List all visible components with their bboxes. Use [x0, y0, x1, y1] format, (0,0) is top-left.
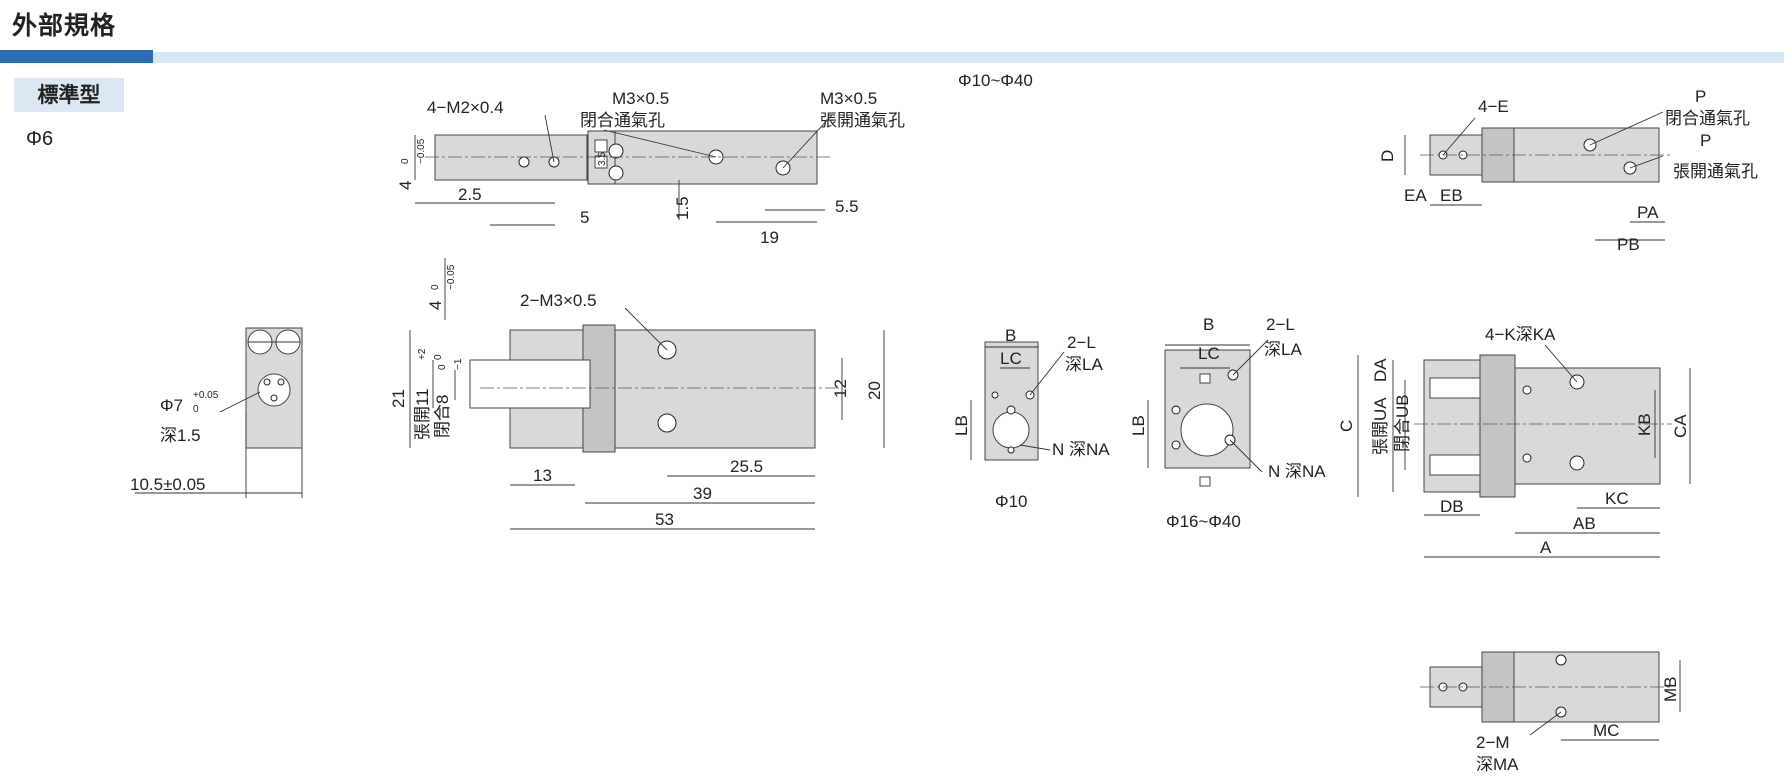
phi6-top-dim-5-5: 5.5 — [835, 197, 859, 216]
end16-la: 深LA — [1264, 340, 1302, 359]
title-underline-accent — [0, 50, 153, 63]
gen-front-open-port: 張開通氣孔 — [1673, 162, 1758, 181]
gen-front-pb: PB — [1617, 235, 1640, 254]
phi6-top-dim-5: 5 — [580, 208, 589, 227]
phi6-top-thread-label: 4−M2×0.4 — [427, 98, 504, 117]
phi6-end-bore-tol-lower: 0 — [193, 404, 199, 415]
phi6-top-height-tol-lower: −0.05 — [416, 138, 427, 164]
end-view-phi16-40 — [1147, 339, 1269, 487]
phi6-top-height: 4 — [396, 181, 415, 190]
end16-lc: LC — [1198, 344, 1220, 363]
phi6-end-depth: 深1.5 — [160, 426, 201, 445]
phi6-front-dim-25-5: 25.5 — [730, 457, 763, 476]
end16-b: B — [1203, 315, 1214, 334]
top-a: A — [1540, 538, 1552, 557]
top-da: DA — [1371, 358, 1390, 382]
end10-caption: Φ10 — [995, 492, 1027, 511]
phi6-top-dim-3-5: 3.5 — [597, 152, 608, 166]
bottom-m: 2−M — [1476, 733, 1510, 752]
bottom-mc: MC — [1593, 721, 1619, 740]
general-size-range: Φ10~Φ40 — [958, 71, 1033, 90]
phi6-end-view — [135, 327, 303, 498]
top-db: DB — [1440, 497, 1464, 516]
size-label: Φ6 — [26, 128, 54, 150]
gen-front-thread: 4−E — [1478, 97, 1509, 116]
end-view-phi10 — [970, 341, 1065, 461]
phi6-top-close-thread: M3×0.5 — [612, 89, 669, 108]
phi6-end-bore-tol-upper: +0.05 — [193, 390, 219, 401]
phi6-top-view — [414, 114, 833, 226]
phi6-top-open-port: 張開通氣孔 — [820, 111, 905, 130]
end16-l: 2−L — [1266, 315, 1295, 334]
general-top-view — [1357, 344, 1691, 558]
gen-front-pa: PA — [1637, 203, 1659, 222]
phi6-front-close-tol-upper: 0 — [437, 364, 448, 370]
phi6-front-open-stroke: 張開11 — [413, 388, 432, 440]
phi6-top-open-thread: M3×0.5 — [820, 89, 877, 108]
gen-front-p-close: P — [1695, 87, 1706, 106]
end10-b: B — [1005, 326, 1016, 345]
phi6-end-bore: Φ7 — [160, 396, 183, 415]
phi6-front-dim-39: 39 — [693, 484, 712, 503]
title-underline — [0, 52, 1784, 63]
phi6-top-height-tol-upper: 0 — [400, 158, 411, 164]
phi6-end-width: 10.5±0.05 — [130, 475, 206, 494]
top-k: 4−K深KA — [1485, 325, 1556, 344]
phi6-front-close-tol-lower: −1 — [453, 358, 464, 370]
top-kc: KC — [1605, 489, 1629, 508]
end10-lc: LC — [1000, 349, 1022, 368]
type-tag: 標準型 — [14, 78, 124, 112]
phi6-top-dim-2-5: 2.5 — [458, 185, 482, 204]
phi6-front-open-tol-upper: +2 — [417, 348, 428, 360]
end16-caption: Φ16~Φ40 — [1166, 512, 1241, 531]
phi6-top-dim-1-5: 1.5 — [673, 196, 692, 220]
end16-n: N 深NA — [1268, 462, 1326, 481]
section-title: 外部規格 — [12, 11, 117, 40]
phi6-front-dim-53: 53 — [655, 510, 674, 529]
top-ab: AB — [1573, 514, 1596, 533]
general-bottom-view — [1420, 651, 1681, 741]
end10-lb: LB — [952, 415, 971, 436]
phi6-front-dim-20: 20 — [865, 381, 884, 400]
phi6-front-dim-12: 12 — [831, 379, 850, 398]
phi6-front-height-tol-upper: 0 — [430, 284, 441, 290]
top-c: C — [1337, 420, 1356, 432]
phi6-front-height-tol-lower: −0.05 — [446, 264, 457, 290]
phi6-top-close-port: 閉合通氣孔 — [580, 111, 665, 130]
top-ua: 張開UA — [1371, 397, 1390, 455]
end10-n: N 深NA — [1052, 440, 1110, 459]
bottom-mb: MB — [1661, 677, 1680, 703]
end10-l: 2−L — [1067, 333, 1096, 352]
phi6-front-height: 4 — [426, 301, 445, 310]
phi6-front-thread: 2−M3×0.5 — [520, 291, 597, 310]
top-ca: CA — [1671, 414, 1690, 438]
end16-lb: LB — [1129, 415, 1148, 436]
gen-front-p-open: P — [1700, 131, 1711, 150]
end10-la: 深LA — [1065, 355, 1103, 374]
top-ub: 閉合UB — [1393, 394, 1412, 452]
gen-front-d: D — [1378, 150, 1397, 162]
top-kb: KB — [1635, 413, 1654, 436]
gen-front-close-port: 閉合通氣孔 — [1665, 109, 1750, 128]
phi6-front-open-tol-lower: 0 — [433, 354, 444, 360]
gen-front-eb: EB — [1440, 186, 1463, 205]
general-front-view — [1404, 111, 1670, 241]
gen-front-ea: EA — [1404, 186, 1427, 205]
phi6-front-dim-13: 13 — [533, 466, 552, 485]
phi6-top-dim-19: 19 — [760, 228, 779, 247]
phi6-front-view — [409, 258, 885, 530]
phi6-front-close-stroke: 閉合8 — [433, 395, 452, 438]
phi6-front-dim-21: 21 — [389, 389, 408, 408]
bottom-ma: 深MA — [1476, 755, 1519, 774]
